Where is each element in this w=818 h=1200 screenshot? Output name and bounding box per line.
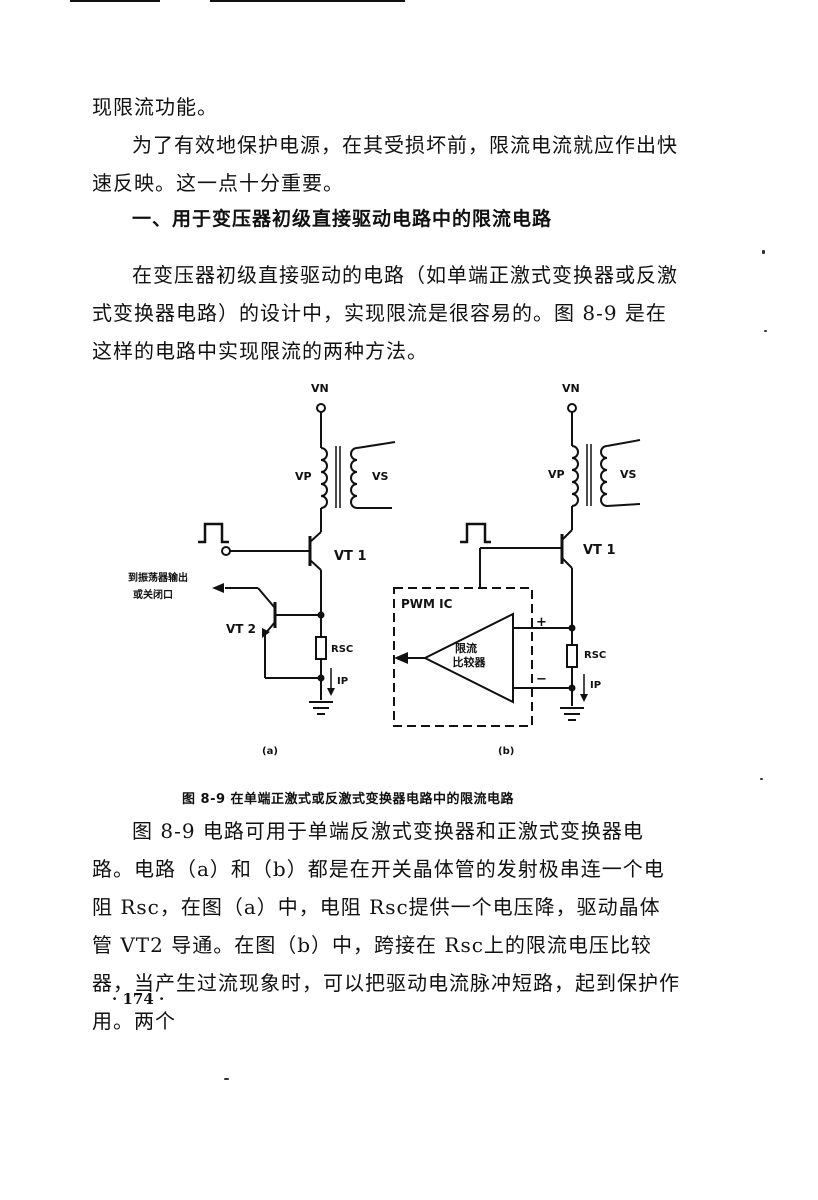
label-vt1-a: VT 1 [334,549,367,564]
label-comparator-2: 比较器 [453,655,487,669]
top-rule-left [70,0,160,2]
label-vt2: VT 2 [226,622,256,636]
scan-speck [762,250,765,254]
label-vin-a: VN [311,382,329,395]
label-pwmic: PWM IC [401,597,453,611]
scan-speck [760,778,763,780]
label-vs-b: VS [620,468,637,481]
figure-8-9-circuit: VN VP VS VT 1 到振荡器输出 或关闭口 VT 2 RSC IP (a… [128,382,641,757]
paragraph-3: 在变压器初级直接驱动的电路（如单端正激式变换器或反激式变换器电路）的设计中，实现… [92,263,678,363]
label-rsc-a: RSC [331,644,353,655]
label-to-osc-2: 或关闭口 [133,588,173,601]
figure-caption: 图 8-9 在单端正激式或反激式变换器电路中的限流电路 [182,792,515,807]
label-vin-b: VN [562,382,580,395]
label-vp-b: VP [548,468,565,481]
section-heading: 一、用于变压器初级直接驱动电路中的限流电路 [132,208,553,230]
label-to-osc-1: 到振荡器输出 [128,571,188,584]
top-rule-right [210,0,405,2]
label-plus: + [536,615,547,630]
label-minus: − [536,672,547,687]
paragraph-1: 现限流功能。 [92,95,218,119]
paragraph-2: 为了有效地保护电源，在其受损坏前，限流电流就应作出快速反映。这一点十分重要。 [92,133,678,195]
label-vt1-b: VT 1 [583,543,616,558]
label-comparator-1: 限流 [455,641,477,655]
page-number: · 174 · [112,990,165,1008]
label-sub-a: (a) [262,746,278,757]
label-vs-a: VS [372,470,389,483]
label-ip-b: IP [590,680,601,691]
label-sub-b: (b) [498,746,514,757]
label-rsc-b: RSC [584,650,606,661]
paragraph-4: 图 8-9 电路可用于单端反激式变换器和正激式变换器电路。电路（a）和（b）都是… [92,819,680,1033]
scan-speck [764,330,767,332]
scan-speck [224,1078,229,1080]
label-vp-a: VP [295,470,312,483]
label-ip-a: IP [337,676,348,687]
